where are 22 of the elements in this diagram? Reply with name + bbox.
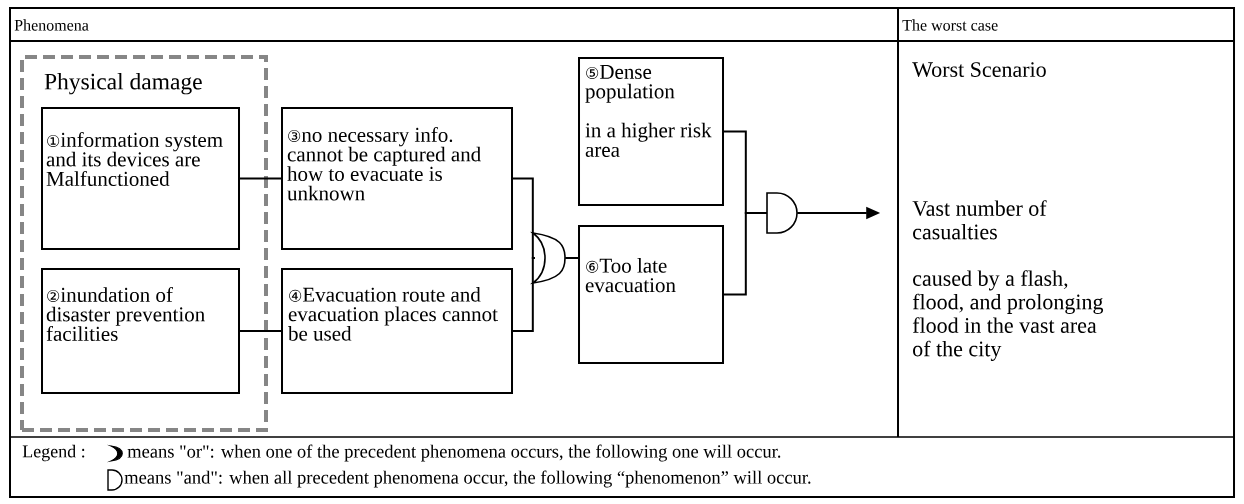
legend-text: means "or": when one of the precedent phenomena occurs, the following one will occur. — [127, 444, 781, 462]
outcome-text: caused by a flash, flood, and prolonging flood in the vast area of the city — [912, 270, 1104, 361]
connector-line — [239, 330, 282, 332]
connector-line — [239, 177, 282, 180]
scenario-heading: Worst Scenario — [912, 62, 1046, 78]
or-gate-symbol — [532, 232, 566, 284]
connector-line — [512, 177, 536, 259]
and-gate-symbol — [766, 192, 798, 234]
legend-heading: Legend : — [22, 444, 85, 462]
connector-line — [512, 257, 536, 332]
process-box: ⑤Dense population in a higher risk area — [578, 57, 724, 206]
process-box: ①information system and its devices are Malfunctioned — [41, 107, 240, 250]
process-box: ③no necessary info. cannot be captured and how to evacuate is unknown — [281, 107, 513, 250]
column-header: The worst case — [902, 19, 998, 31]
process-box: ⑥Too late evacuation — [578, 225, 724, 364]
legend-text: means "and": when all precedent phenomena occur, the following “phenomenon” will occur. — [124, 470, 811, 488]
process-box: ④Evacuation route and evacuation places cannot be used — [281, 268, 513, 394]
column-header: Phenomena — [14, 19, 89, 31]
connector-line — [564, 257, 579, 259]
process-box: ②inundation of disaster prevention facilities — [41, 268, 240, 394]
connector-line — [723, 212, 768, 296]
outcome-text: Vast number of casualties — [912, 200, 1047, 240]
